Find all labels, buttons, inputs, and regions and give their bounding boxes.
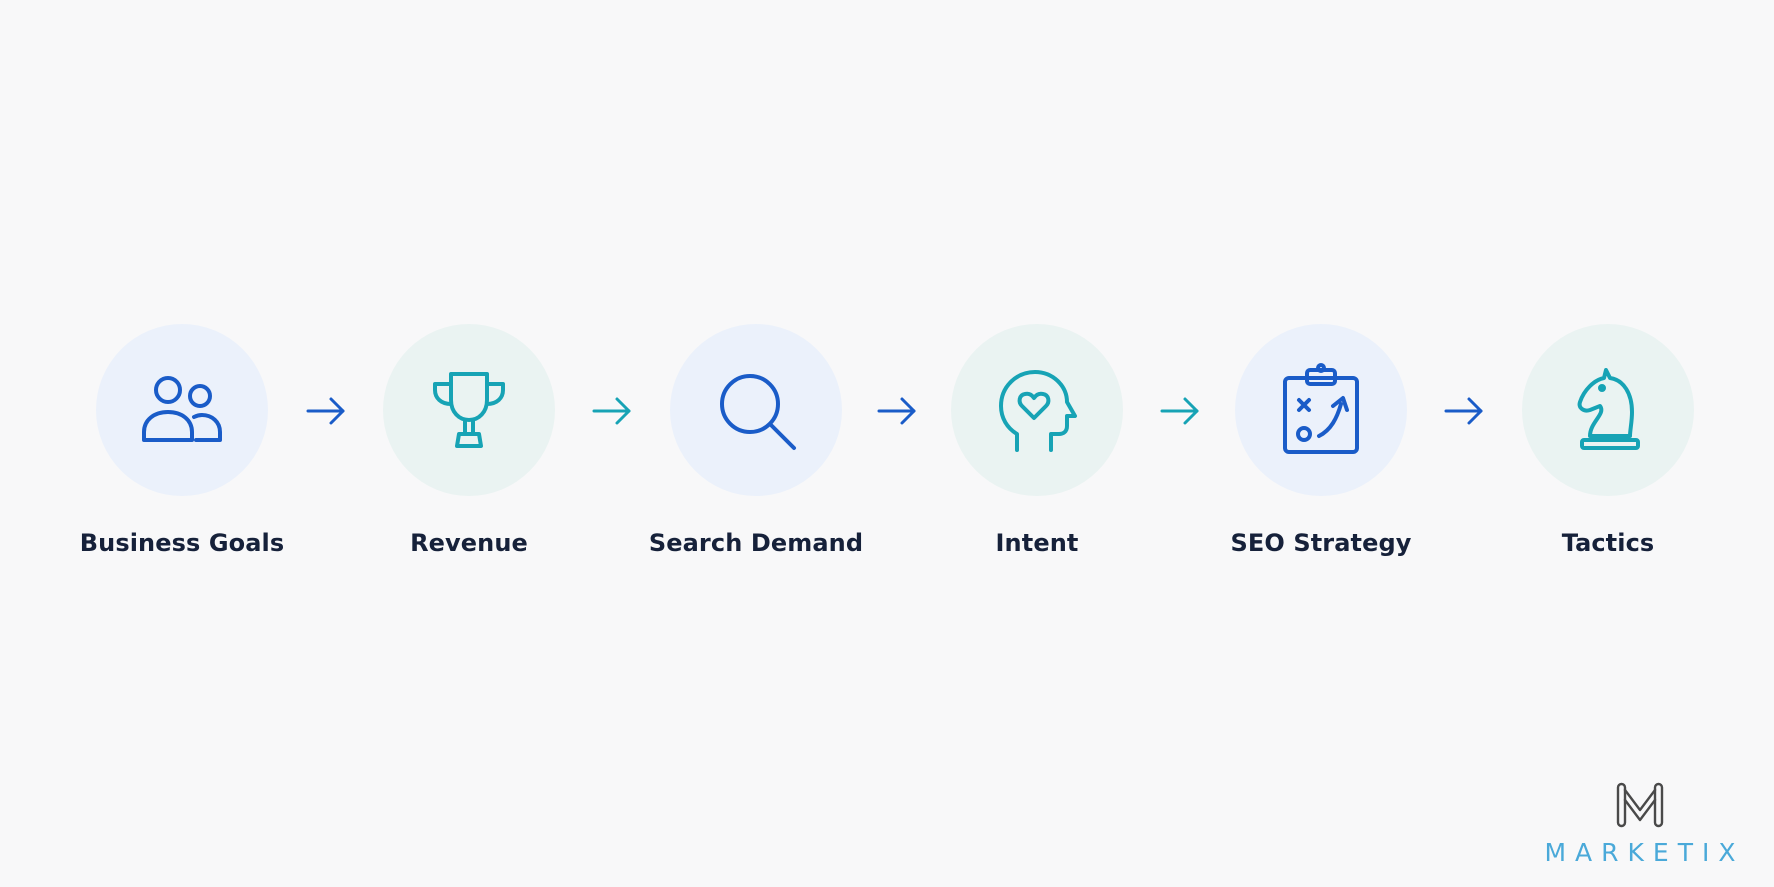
step-label: Business Goals <box>79 529 285 557</box>
step-circle <box>383 324 555 496</box>
strategy-clipboard-icon <box>1283 363 1359 454</box>
step-circle <box>1522 324 1694 496</box>
head-heart-icon <box>999 370 1077 452</box>
flow-arrow <box>1443 395 1485 427</box>
arrow-right-icon <box>592 397 631 425</box>
step-intent: Intent <box>892 324 1182 557</box>
step-business-goals: Business Goals <box>37 324 327 557</box>
arrow-right-icon <box>306 397 345 425</box>
arrow-right-icon <box>877 397 916 425</box>
logo-mark <box>1612 780 1668 834</box>
step-label: Search Demand <box>648 529 864 557</box>
flow-arrow <box>876 395 918 427</box>
step-revenue: Revenue <box>324 324 614 557</box>
flow-arrow <box>591 395 633 427</box>
step-label: Revenue <box>410 529 528 557</box>
step-circle <box>1235 324 1407 496</box>
search-icon <box>720 374 796 450</box>
trophy-icon <box>433 372 505 448</box>
step-tactics: Tactics <box>1463 324 1753 557</box>
step-seo-strategy: SEO Strategy <box>1176 324 1466 557</box>
step-search-demand: Search Demand <box>611 324 901 557</box>
logo-wordmark: MARKETIX <box>1544 838 1745 867</box>
flow-arrow <box>305 395 347 427</box>
step-circle <box>951 324 1123 496</box>
arrow-right-icon <box>1160 397 1199 425</box>
marketix-logo-icon <box>1616 782 1664 828</box>
step-label: SEO Strategy <box>1230 529 1412 557</box>
users-icon <box>142 376 222 442</box>
arrow-right-icon <box>1444 397 1483 425</box>
step-label: Tactics <box>1561 529 1655 557</box>
step-label: Intent <box>995 529 1079 557</box>
flow-arrow <box>1159 395 1201 427</box>
step-circle <box>96 324 268 496</box>
marketix-logo: MARKETIX <box>1530 780 1750 867</box>
step-circle <box>670 324 842 496</box>
chess-knight-icon <box>1577 368 1640 450</box>
